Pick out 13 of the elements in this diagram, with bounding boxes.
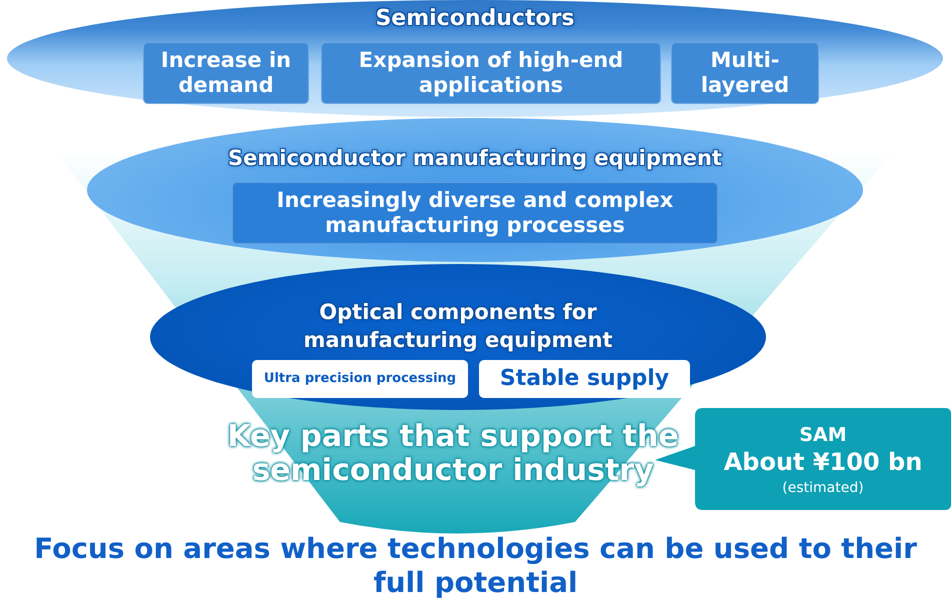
statement-text: Focus on areas where technologies can be used to their full potential <box>33 532 918 600</box>
feature-box: Increase in demand <box>143 42 309 104</box>
callout-note: (estimated) <box>781 480 865 496</box>
callout-value: About ¥100 bn <box>722 448 924 476</box>
feature-box: Stable supply <box>479 360 690 398</box>
feature-box: Expansion of high-end applications <box>321 42 661 104</box>
band-heading: Semiconductor manufacturing equipment <box>227 146 723 170</box>
feature-box: Ultra precision processing <box>252 360 468 398</box>
band-heading: Optical components for manufacturing equipment <box>302 299 614 354</box>
band-heading: Semiconductors <box>374 6 576 31</box>
feature-box: Increasingly diverse and complex manufacturing processes <box>232 182 718 244</box>
feature-box: Multi-layered <box>671 42 819 104</box>
callout-heading: SAM <box>798 424 848 446</box>
